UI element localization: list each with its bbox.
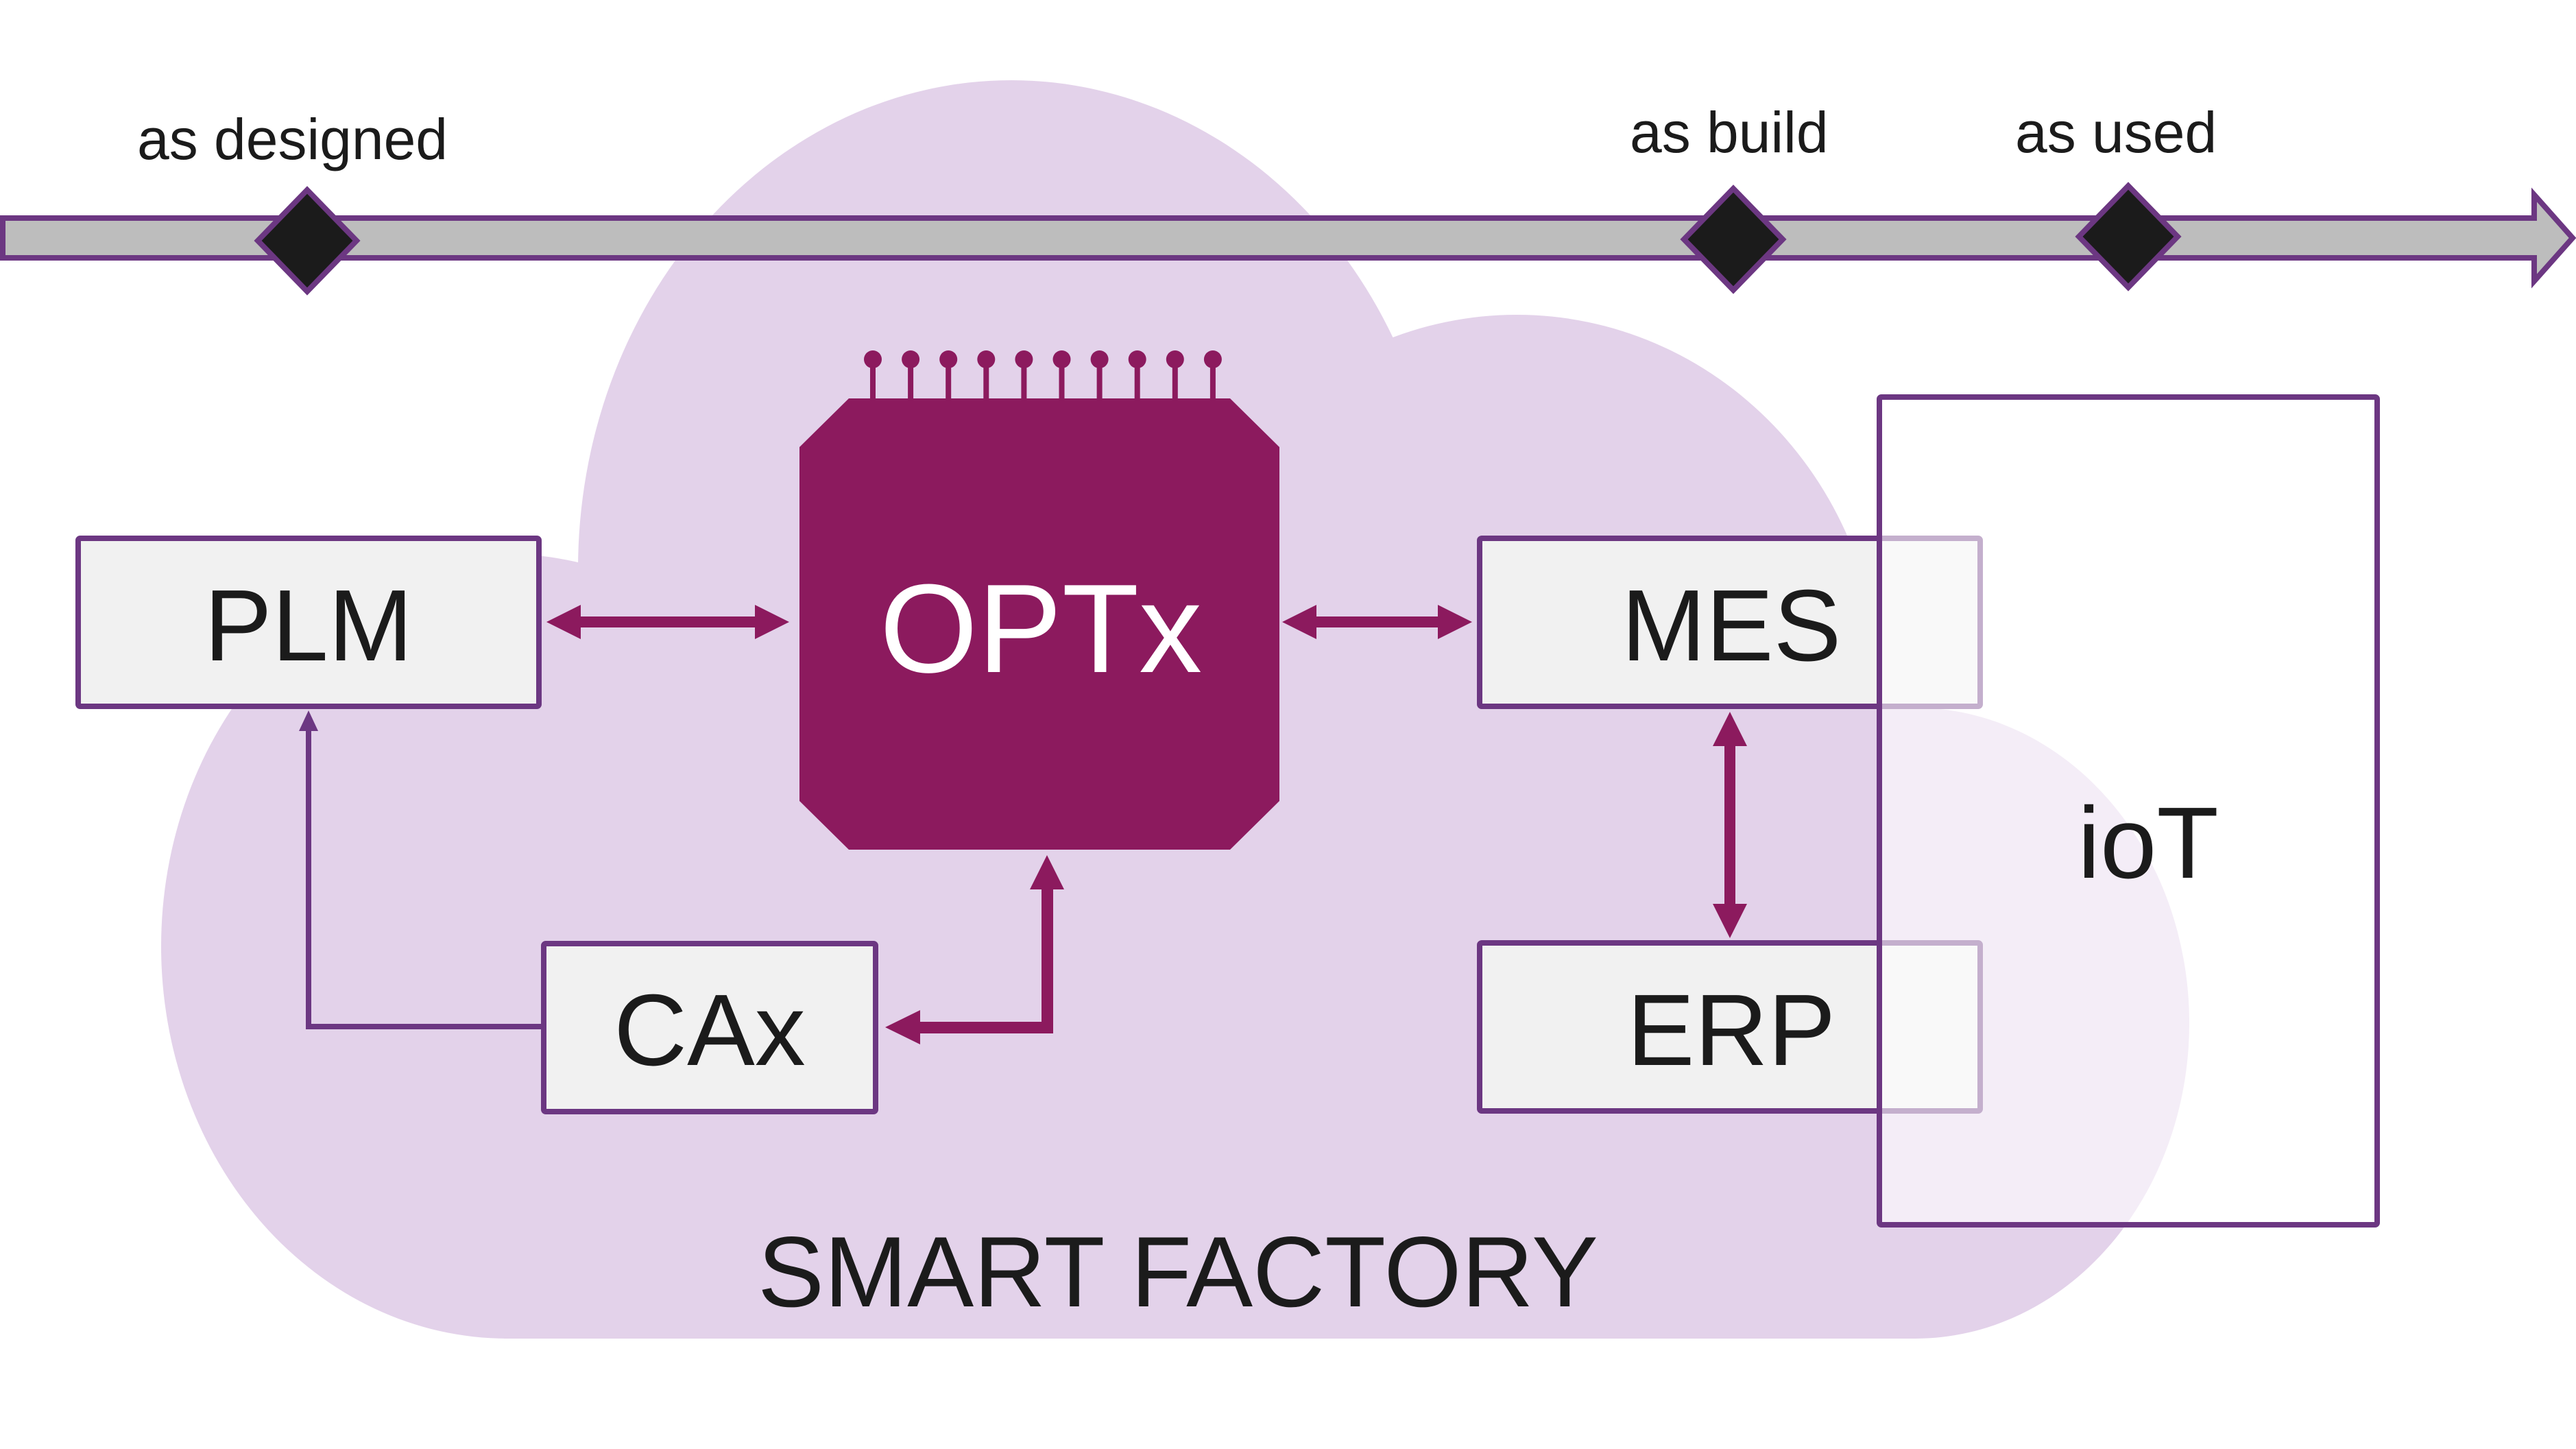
chip-pin-leg — [946, 359, 952, 400]
chip-pin-leg — [870, 359, 876, 400]
lifecycle-timeline: as designed as build as used — [0, 100, 2576, 296]
chip-pin-head — [1090, 350, 1109, 368]
iot-box-border — [1877, 394, 2380, 1228]
mes-node[interactable]: MES — [1477, 536, 1983, 709]
connector-cax-plm-arrowhead — [299, 710, 318, 731]
connector-cax-plm-line — [306, 727, 543, 1029]
chip-pin-head — [939, 350, 958, 368]
chip-pin-leg — [1096, 359, 1103, 400]
milestone-as-used-label: as used — [2015, 100, 2217, 165]
arrow-optx-mes-shape — [1282, 605, 1472, 639]
chip-pin-head — [902, 350, 920, 368]
optx-label: OPTx — [880, 558, 1202, 699]
plm-label: PLM — [204, 569, 413, 682]
arrow-plm-optx — [546, 605, 789, 639]
milestone-as-build-label: as build — [1630, 100, 1829, 165]
iot-label: ioT — [2078, 787, 2219, 900]
timeline-arrow — [0, 187, 2576, 289]
arrow-optx-cax-horizontal — [919, 1022, 1053, 1033]
arrow-optx-cax-vertical — [1042, 888, 1053, 1033]
chip-pin-head — [1166, 350, 1184, 368]
chip-pin-head — [1015, 350, 1033, 368]
erp-label: ERP — [1627, 974, 1835, 1087]
smart-factory-label: SMART FACTORY — [758, 1216, 1598, 1328]
iot-box-fill[interactable] — [1879, 397, 2377, 1225]
chip-pin-head — [864, 350, 882, 368]
iot-node[interactable]: ioT — [1877, 394, 2380, 1228]
chip-pin-leg — [1059, 359, 1065, 400]
arrow-optx-mes — [1282, 605, 1472, 639]
optx-node[interactable]: OPTx — [799, 350, 1279, 850]
arrow-optx-cax-left-head — [885, 1010, 920, 1044]
arrow-optx-cax — [885, 855, 1064, 1044]
chip-pin-head — [1203, 350, 1222, 368]
cax-box[interactable] — [541, 941, 878, 1114]
chip-pin-head — [977, 350, 996, 368]
chip-pin-leg — [1172, 359, 1178, 400]
mes-label: MES — [1622, 569, 1842, 682]
milestone-as-designed-label: as designed — [137, 107, 448, 171]
chip-pin-leg — [1021, 359, 1027, 400]
connector-cax-to-plm — [299, 710, 543, 1029]
chip-pin-leg — [1209, 359, 1216, 400]
chip-pin-leg — [1134, 359, 1140, 400]
arrow-plm-optx-shape — [546, 605, 789, 639]
chip-pin-leg — [983, 359, 989, 400]
milestone-as-build-marker — [1680, 184, 1787, 294]
arrow-mes-erp-shape — [1713, 712, 1747, 938]
cax-label: CAx — [614, 974, 806, 1087]
chip-pin-head — [1128, 350, 1146, 368]
erp-node[interactable]: ERP — [1477, 940, 1983, 1114]
optx-chip-pins — [864, 350, 1222, 400]
chip-pin-leg — [908, 359, 914, 400]
milestone-as-used-marker — [2075, 182, 2182, 291]
plm-box[interactable] — [75, 536, 542, 709]
arrow-optx-cax-up-head — [1030, 855, 1064, 889]
plm-node[interactable]: PLM — [75, 536, 542, 709]
arrow-mes-erp — [1713, 712, 1747, 938]
milestone-as-designed-marker — [254, 186, 361, 296]
chip-pin-head — [1052, 350, 1071, 368]
cax-node[interactable]: CAx — [541, 941, 878, 1114]
optx-chip-body[interactable] — [799, 398, 1279, 850]
